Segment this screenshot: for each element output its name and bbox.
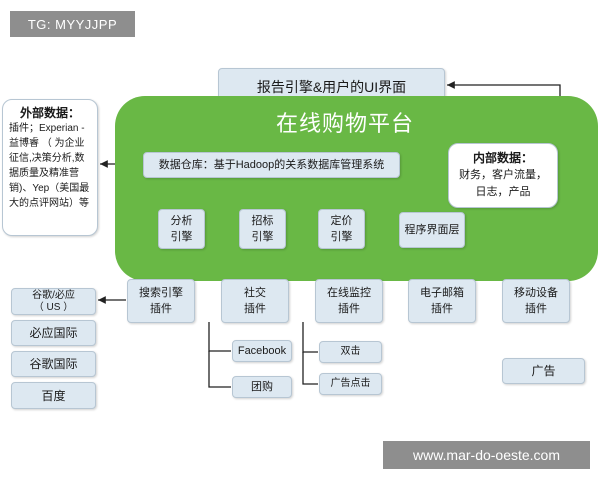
search-engine-google-bing-us: 谷歌/必应 （ US ）	[11, 288, 96, 315]
monitor-item-ad-click: 广告点击	[319, 373, 382, 395]
plugin-line2: 插件	[150, 303, 172, 315]
analysis-engine-box: 分析 引擎	[158, 209, 205, 249]
platform-title: 在线购物平台	[275, 111, 414, 136]
engine-line1: 定价	[330, 215, 353, 227]
engine-line2: 引擎	[170, 231, 193, 243]
plugin-line2: 插件	[525, 303, 547, 315]
bidding-engine-box: 招标 引擎	[239, 209, 286, 249]
plugin-line1: 移动设备	[514, 287, 558, 299]
mobile-device-plugin-box: 移动设备 插件	[502, 279, 570, 323]
pricing-engine-box: 定价 引擎	[318, 209, 365, 249]
internal-data-body: 财务，客户流量，日志，产品	[459, 169, 547, 198]
engine-line2: 引擎	[330, 231, 353, 243]
engine-line1: 招标	[251, 215, 274, 227]
watermark: www.mar-do-oeste.com	[383, 441, 590, 469]
search-engine-google-intl: 谷歌国际	[11, 351, 96, 377]
plugin-line2: 插件	[244, 303, 266, 315]
online-monitor-plugin-box: 在线监控 插件	[315, 279, 383, 323]
social-item-facebook: Facebook	[232, 340, 292, 362]
search-engine-line2: （ US ）	[33, 301, 74, 313]
engine-line2: 引擎	[251, 231, 274, 243]
monitor-item-double-click: 双击	[319, 341, 382, 363]
program-ui-layer-box: 程序界面层	[399, 212, 465, 248]
plugin-line1: 社交	[244, 287, 266, 299]
line-social-facebook	[208, 322, 231, 352]
line-social-group	[208, 351, 231, 388]
plugin-line1: 搜索引擎	[139, 287, 183, 299]
tg-label: TG: MYYJJPP	[10, 11, 135, 37]
line-monitor-adclick	[302, 352, 318, 385]
internal-data-box: 内部数据： 财务，客户流量，日志，产品	[448, 143, 558, 208]
ad-box: 广告	[502, 358, 585, 384]
external-data-title: 外部数据：	[19, 106, 80, 120]
plugin-line1: 电子邮箱	[420, 287, 464, 299]
search-engine-bing-intl: 必应国际	[11, 320, 96, 346]
plugin-line1: 在线监控	[327, 287, 371, 299]
data-warehouse-box: 数据仓库：基于Hadoop的关系数据库管理系统	[143, 152, 400, 178]
search-engine-baidu: 百度	[11, 382, 96, 409]
email-plugin-box: 电子邮箱 插件	[408, 279, 476, 323]
internal-data-title: 内部数据：	[472, 151, 533, 165]
social-plugin-box: 社交 插件	[221, 279, 289, 323]
search-engine-plugin-box: 搜索引擎 插件	[127, 279, 195, 323]
search-engine-line1: 谷歌/必应	[32, 289, 75, 301]
plugin-line2: 插件	[431, 303, 453, 315]
social-item-group-buy: 团购	[232, 376, 292, 398]
external-data-box: 外部数据： 插件；Experian -益博睿 （ 为企业征信,决策分析,数据质量…	[2, 99, 98, 236]
engine-line1: 分析	[170, 215, 193, 227]
plugin-line2: 插件	[338, 303, 360, 315]
line-monitor-double	[302, 322, 318, 353]
external-data-body: 插件；Experian -益博睿 （ 为企业征信,决策分析,数据质量及精准营销)…	[9, 123, 90, 209]
